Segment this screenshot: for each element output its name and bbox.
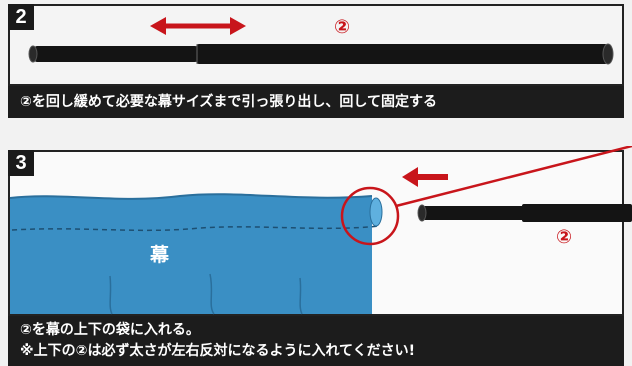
step-2-number: 2 (8, 4, 34, 30)
step-2-illustration (28, 17, 614, 65)
rod (417, 204, 632, 222)
step-3-panel: 3 幕 ② ②を幕の上下の袋に入れる。 ※上下の②は必ず太さが左右反対になるよう… (0, 146, 632, 366)
double-arrow-icon (150, 17, 246, 35)
curtain-label: 幕 (150, 244, 170, 266)
step-3-number: 3 (8, 150, 34, 176)
step-2-caption-bar: ②を回し緩めて必要な幕サイズまで引っ張り出し、回して固定する (8, 86, 624, 118)
step-2-caption: ②を回し緩めて必要な幕サイズまで引っ張り出し、回して固定する (20, 94, 438, 110)
step-3-caption-line-2: ※上下の②は必ず太さが左右反対になるように入れてください! (20, 343, 416, 359)
step-3-caption-line-1: ②を幕の上下の袋に入れる。 (20, 322, 200, 338)
rod-marker-label: ② (556, 226, 573, 248)
curtain (9, 193, 383, 315)
rod-marker-label: ② (334, 16, 351, 38)
telescopic-rod (28, 43, 614, 65)
step-3-illustration (9, 146, 632, 315)
left-arrow-icon (402, 167, 448, 187)
step-3-caption-bar: ②を幕の上下の袋に入れる。 ※上下の②は必ず太さが左右反対になるように入れてくだ… (8, 316, 624, 366)
zoom-circle (340, 146, 632, 246)
step-2-panel: 2 ② ②を回し緩めて必要な幕サイズまで引っ張り出し、回して固定する (0, 0, 632, 118)
